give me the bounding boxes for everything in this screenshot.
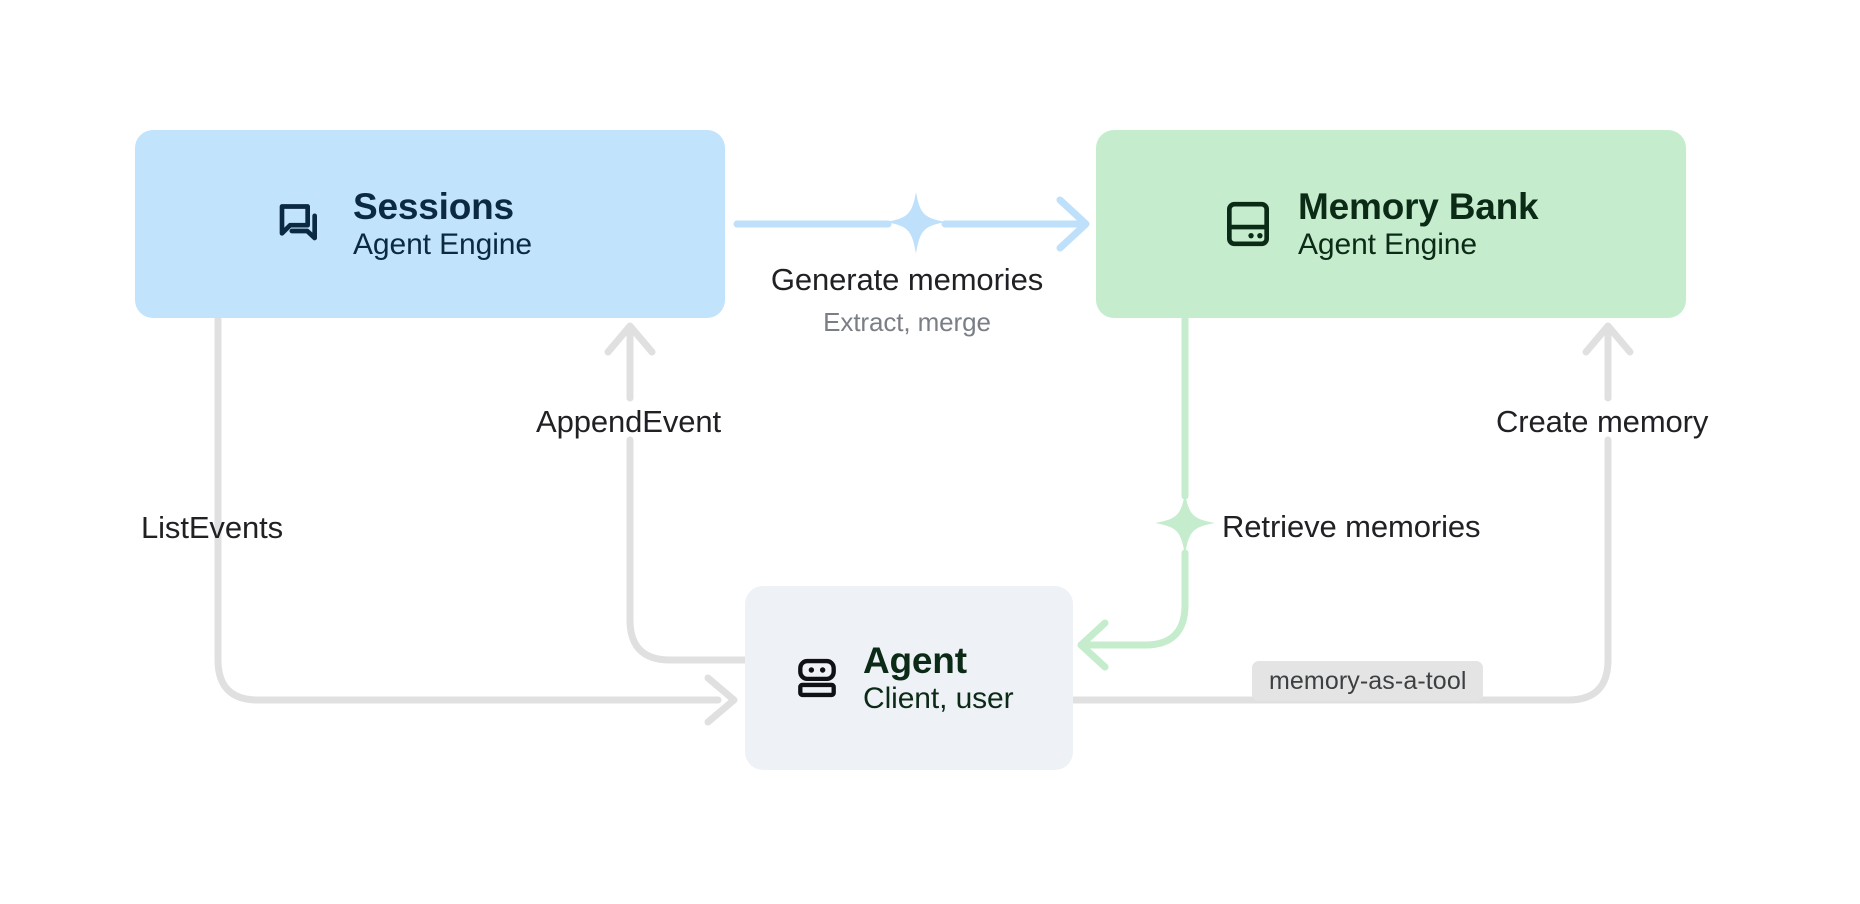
edge-label-append-event-text: AppendEvent xyxy=(536,404,722,439)
edge-label-list-events-text: ListEvents xyxy=(141,510,284,545)
edge-create-memory xyxy=(1069,322,1634,704)
node-sessions-subtitle: Agent Engine xyxy=(353,227,532,261)
edge-label-append-event: AppendEvent xyxy=(536,404,721,440)
edge-label-generate-memories-text: Generate memories xyxy=(770,262,1044,297)
edge-generate-memories xyxy=(733,192,1090,254)
node-agent-subtitle: Client, user xyxy=(863,681,1014,715)
edge-label-generate-memories-subtext: Extract, merge xyxy=(823,307,991,337)
database-storage-icon xyxy=(1227,201,1269,247)
edge-label-create-memory-text: Create memory xyxy=(1496,404,1709,439)
edge-label-retrieve-memories: Retrieve memories xyxy=(1222,509,1481,545)
node-agent-title: Agent xyxy=(863,640,967,682)
node-agent[interactable]: Agent Client, user xyxy=(745,586,1073,770)
edge-label-retrieve-memories-text: Retrieve memories xyxy=(1222,509,1481,544)
node-sessions-title: Sessions xyxy=(353,186,514,228)
node-memory-bank[interactable]: Memory Bank Agent Engine xyxy=(1096,130,1686,318)
edge-label-list-events: ListEvents xyxy=(141,510,283,546)
edge-retrieve-memories xyxy=(1077,314,1215,671)
robot-icon xyxy=(798,658,836,698)
chat-bubbles-icon xyxy=(279,204,317,241)
sparkle-icon xyxy=(886,192,946,254)
edge-label-create-memory: Create memory xyxy=(1496,404,1708,440)
node-memory-bank-subtitle: Agent Engine xyxy=(1298,227,1477,261)
edge-label-generate-memories: Generate memories Extract, merge xyxy=(767,262,1047,338)
sparkle-icon xyxy=(1155,493,1215,555)
badge-memory-as-a-tool: memory-as-a-tool xyxy=(1252,661,1484,701)
node-sessions[interactable]: Sessions Agent Engine xyxy=(135,130,725,318)
edge-list-events xyxy=(214,314,738,726)
node-memory-bank-title: Memory Bank xyxy=(1298,186,1539,228)
edge-append-event xyxy=(604,322,749,664)
